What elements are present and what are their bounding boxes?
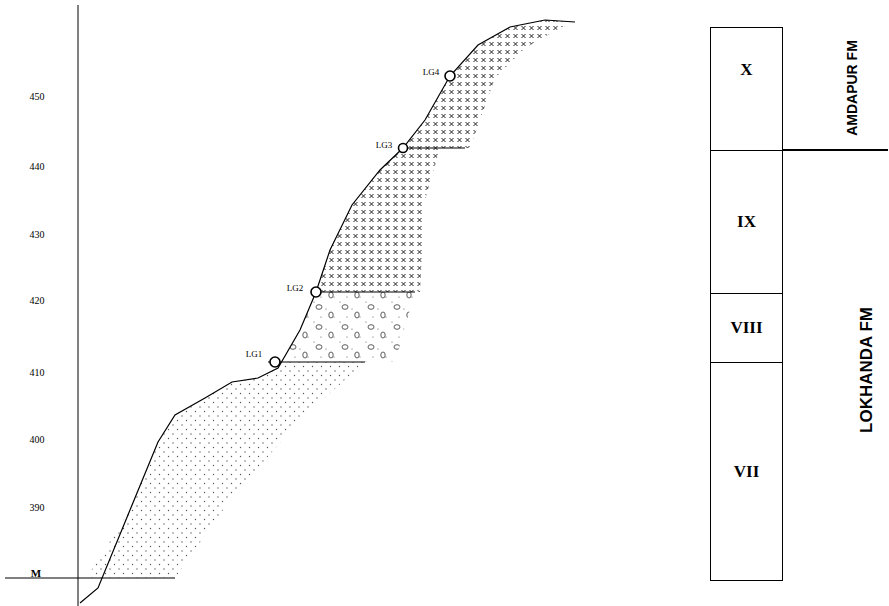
unit-box: IX	[710, 150, 783, 294]
sample-point	[270, 357, 280, 367]
sample-label: LG2	[287, 284, 304, 293]
sample-label: LG3	[376, 141, 393, 150]
elevation-axis	[78, 5, 79, 606]
elevation-label: 400	[30, 435, 45, 445]
unit-box: VIII	[710, 293, 783, 363]
conglomerate-fill	[282, 292, 415, 362]
contact-line	[400, 148, 465, 149]
formation-boundary	[782, 149, 888, 151]
formation-label: LOKHANDA FM	[858, 307, 875, 433]
elevation-label: 410	[30, 368, 45, 378]
unit-number: X	[740, 60, 752, 80]
slope-profile	[80, 20, 575, 603]
unit-number: VII	[734, 462, 760, 482]
elevation-label: 450	[30, 92, 45, 102]
unit-box: VII	[710, 362, 783, 581]
sample-label: LG4	[423, 68, 440, 77]
unit-number: IX	[737, 212, 756, 232]
elevation-label: 440	[30, 162, 45, 172]
sample-label: LG1	[246, 350, 263, 359]
sample-point	[445, 71, 455, 81]
unit-label: M	[31, 568, 41, 579]
elevation-label: 430	[30, 230, 45, 240]
sandstone-fill	[86, 362, 365, 578]
sample-point	[311, 287, 321, 297]
elevation-label: 390	[30, 503, 45, 513]
formation-label: AMDAPUR FM	[845, 40, 859, 136]
shale-fill	[316, 148, 440, 292]
unit-number: VIII	[730, 318, 762, 338]
unit-box: X	[710, 27, 783, 151]
contact-line	[268, 362, 365, 363]
contact-line	[315, 292, 415, 293]
elevation-label: 420	[30, 296, 45, 306]
sample-point	[399, 144, 408, 153]
